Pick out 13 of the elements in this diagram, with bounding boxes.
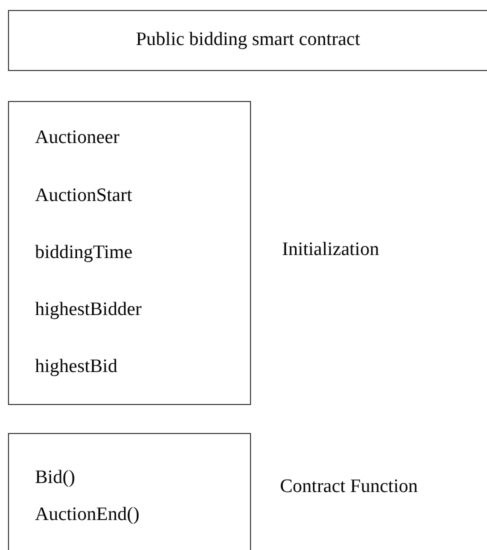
variable-name: highestBid <box>35 355 118 380</box>
variable-name: Auctioneer <box>35 126 120 150</box>
box-title: Public bidding smart contract <box>136 28 360 52</box>
variable-name: AuctionStart <box>35 184 134 208</box>
function-name: AuctionEnd() <box>35 502 140 526</box>
function-box <box>8 433 251 550</box>
section-label: Contract Function <box>280 475 418 499</box>
function-name: Bid() <box>35 466 76 490</box>
variable-box <box>8 101 251 405</box>
variable-name: highestBidder <box>35 298 143 322</box>
section-label: Initialization <box>282 238 380 262</box>
title-box <box>8 10 487 71</box>
variable-name: biddingTime <box>35 240 134 265</box>
